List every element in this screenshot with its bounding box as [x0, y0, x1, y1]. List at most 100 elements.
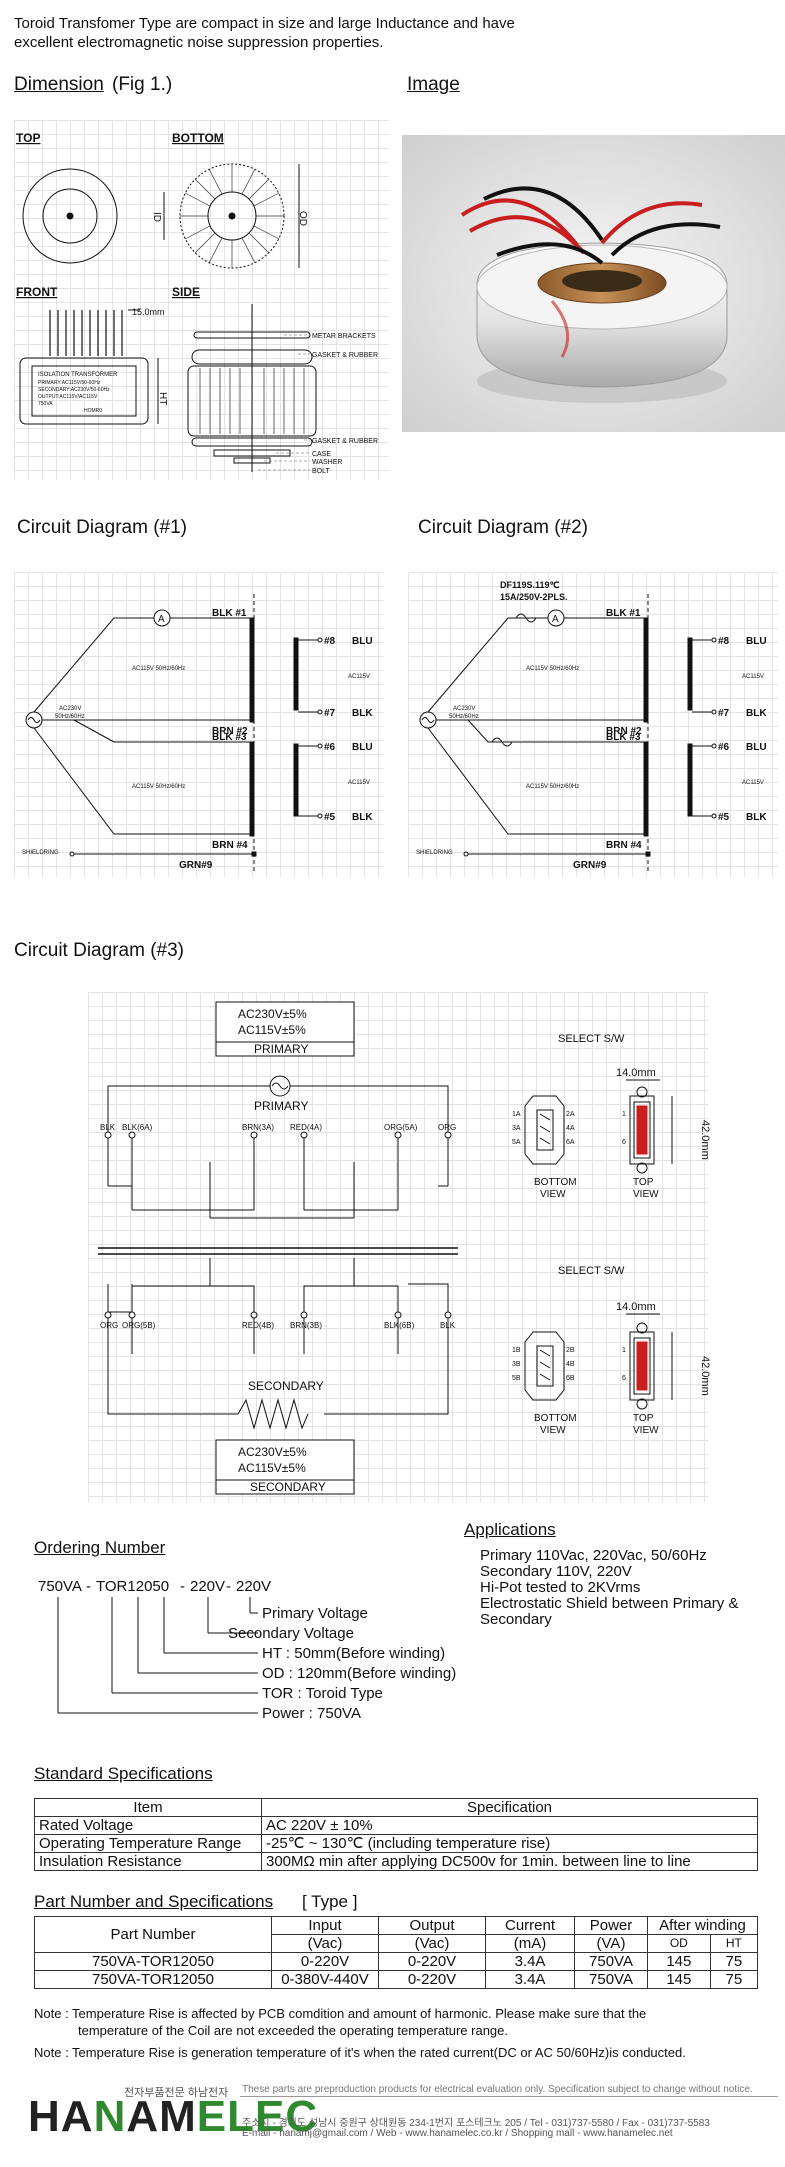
c3-bottom-view-b1: BOTTOM	[534, 1413, 577, 1424]
dim-15mm: 15.0mm	[132, 307, 165, 317]
cell-part: 750VA-TOR12050	[34, 1952, 272, 1971]
c2-blk5: BLK	[746, 812, 767, 823]
cell-input: 0-220V	[271, 1952, 379, 1971]
c3-sw-a-n1: 1	[622, 1111, 626, 1118]
application-item: Primary 110Vac, 220Vac, 50/60Hz	[480, 1547, 707, 1564]
c3-sw-a-2: 2A	[566, 1111, 575, 1118]
side-part-5: WASHER	[312, 459, 342, 466]
applications-list: Primary 110Vac, 220Vac, 50/60Hz Secondar…	[480, 1548, 780, 1628]
circuit1-drawing: A BLK #1 BRN #2 BLK #3 BRN #4 #8 BLU	[14, 572, 384, 877]
toroid-photo-illustration	[402, 135, 785, 432]
c3-prim-pin-3: BRN(3A)	[242, 1123, 274, 1132]
c2-brn2: BRN #2	[606, 726, 642, 737]
c1-ammeter: A	[158, 614, 165, 625]
c2-pin6: #6	[718, 742, 730, 753]
hanamelec-logo: HANAMELEC	[28, 2092, 318, 2142]
c3-prim-pin-6: ORG	[438, 1123, 456, 1132]
c2-brn4: BRN #4	[606, 840, 642, 851]
circuit1-svg: A BLK #1 BRN #2 BLK #3 BRN #4 #8 BLU	[22, 594, 373, 872]
order-legend-od: OD : 120mm(Before winding)	[262, 1665, 456, 1682]
standard-title: Standard Specifications	[34, 1764, 213, 1783]
order-part-power: 750VA	[38, 1578, 82, 1595]
application-item: Hi-Pot tested to 2KVrms	[480, 1579, 641, 1596]
ordering-title: Ordering Number	[34, 1538, 166, 1557]
header-specification: Specification	[261, 1798, 758, 1817]
cell-input: 0-380V-440V	[271, 1970, 379, 1989]
c3-dim-h-a: 42.0mm	[699, 1120, 711, 1160]
c3-top-view-b2: VIEW	[633, 1425, 659, 1436]
front-label-line3: SECONDARY:AC230V/50-60Hz	[38, 387, 110, 393]
header-input: Input	[271, 1916, 379, 1935]
image-title: Image	[407, 74, 460, 95]
cell-od: 145	[647, 1952, 711, 1971]
header-power: Power	[574, 1916, 648, 1935]
c3-secondary-label: SECONDARY	[248, 1379, 324, 1393]
circuit3-svg: AC230V±5% AC115V±5% PRIMARY PRIMARY SECO…	[98, 1001, 711, 1495]
note-2: Note : Temperature Rise is generation te…	[34, 2045, 686, 2060]
c3-select-b: SELECT S/W	[558, 1265, 625, 1277]
dim-ht-label: HT	[157, 392, 168, 405]
logo-n: N	[93, 2092, 127, 2141]
header-current-unit: (mA)	[485, 1934, 575, 1953]
cell-current: 3.4A	[485, 1970, 575, 1989]
c2-pin7: #7	[718, 708, 730, 719]
c1-blu8: BLU	[352, 636, 373, 647]
c2-ac115-1: AC115V	[742, 674, 764, 680]
header-output-unit: (Vac)	[378, 1934, 486, 1953]
c3-bottom-view-a1: BOTTOM	[534, 1177, 577, 1188]
c3-prim-pin-4: RED(4A)	[290, 1123, 322, 1132]
side-part-3: GASKET & RUBBER	[312, 438, 378, 445]
applications-title: Applications	[464, 1520, 556, 1539]
c2-blu8: BLU	[746, 636, 767, 647]
standard-spec-table: Item Specification Rated Voltage AC 220V…	[34, 1798, 758, 1871]
c2-shield: SHIELDRING	[416, 850, 453, 856]
order-part-prim: 220V	[236, 1578, 271, 1595]
c3-top-view-a2: VIEW	[633, 1189, 659, 1200]
c2-blu6: BLU	[746, 742, 767, 753]
cell-ht: 75	[709, 1952, 759, 1971]
cell-ht: 75	[709, 1970, 759, 1989]
order-dash-2: -	[180, 1578, 185, 1595]
c3-sw-a-6: 6A	[566, 1139, 575, 1146]
c1-src-2: 50Hz/60Hz	[55, 714, 85, 720]
c3-primary-label: PRIMARY	[254, 1099, 308, 1113]
c3-sec-box-3: SECONDARY	[250, 1480, 326, 1494]
c1-blk3: BLK #3	[212, 732, 247, 743]
c2-pin5: #5	[718, 812, 730, 823]
cell-output: 0-220V	[378, 1970, 486, 1989]
c1-ac-top: AC115V 50Hz/60Hz	[132, 666, 185, 672]
header-current: Current	[485, 1916, 575, 1935]
c2-ac-top: AC115V 50Hz/60Hz	[526, 666, 579, 672]
order-part-sec: 220V	[190, 1578, 225, 1595]
c3-sw-b-4: 4B	[566, 1361, 575, 1368]
cell-output: 0-220V	[378, 1952, 486, 1971]
header-part-number: Part Number	[34, 1916, 272, 1953]
order-dash-3: -	[226, 1578, 231, 1595]
c3-sw-a-n6: 6	[622, 1139, 626, 1146]
view-top-label: TOP	[16, 131, 40, 145]
c3-sw-a-4: 4A	[566, 1125, 575, 1132]
cell-spec: -25℃ ~ 130℃ (including temperature rise)	[261, 1834, 758, 1853]
c3-sec-pin-1: ORG	[100, 1321, 118, 1330]
c2-pin8: #8	[718, 636, 730, 647]
cell-od: 145	[647, 1970, 711, 1989]
table-row: Operating Temperature Range -25℃ ~ 130℃ …	[34, 1834, 758, 1853]
c1-src-1: AC230V	[59, 706, 81, 712]
application-item: Electrostatic Shield between Primary &	[480, 1595, 739, 1612]
header-input-unit: (Vac)	[271, 1934, 379, 1953]
c3-sw-b-6: 6B	[566, 1375, 575, 1382]
front-label-line6: HOMR0	[84, 408, 102, 414]
dim-id-label: ID	[151, 212, 162, 222]
cell-power: 750VA	[574, 1970, 648, 1989]
c1-pin8: #8	[324, 636, 336, 647]
logo-elec: ELEC	[196, 2092, 319, 2141]
c1-ac-bottom: AC115V 50Hz/60Hz	[132, 784, 185, 790]
c3-sec-pin-4: BRN(3B)	[290, 1321, 322, 1330]
note-1-cont: temperature of the Coil are not exceeded…	[78, 2023, 508, 2038]
circuit2-drawing: DF119S.119℃ 15A/250V-2PLS. A	[408, 572, 778, 877]
ordering-diagram: 750VA - TOR12050 - 220V - 220V Primary V…	[34, 1575, 456, 1725]
order-legend-tor: TOR : Toroid Type	[262, 1685, 383, 1702]
c1-grn9: GRN#9	[179, 860, 213, 871]
c1-pin6: #6	[324, 742, 336, 753]
c3-sw-b-n6: 6	[622, 1375, 626, 1382]
